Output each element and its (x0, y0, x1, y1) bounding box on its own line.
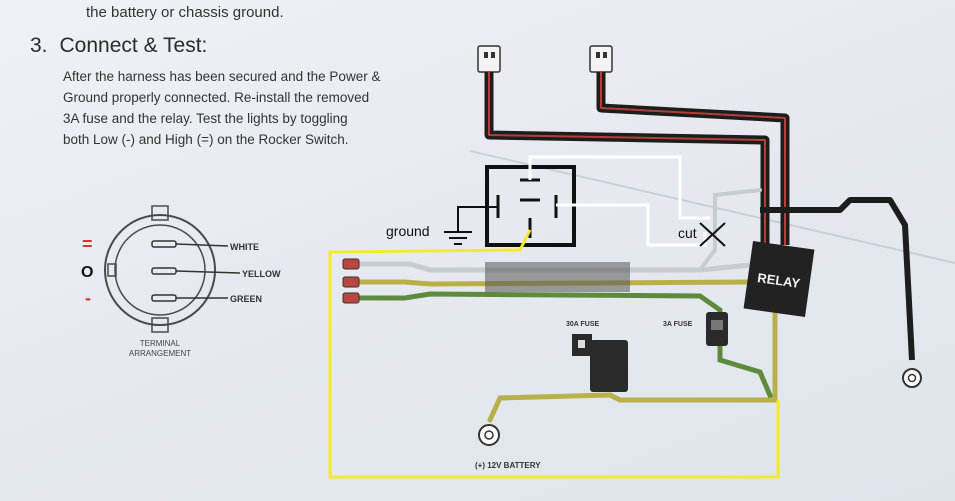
battery-ring-terminal: (+) 12V BATTERY (475, 424, 541, 470)
fuse-30a-window (578, 340, 585, 348)
step-body-line: Ground properly connected. Re-install th… (63, 90, 370, 105)
wire-green (357, 291, 775, 403)
fuse-3a-window (711, 320, 723, 330)
switch-bottom-tab (151, 317, 169, 333)
label-white: WHITE (230, 242, 259, 252)
wire-battery-lead (487, 392, 613, 423)
ground-label: ground (386, 223, 430, 239)
fuse-30a-holder (590, 340, 628, 392)
switch-inner-ring (114, 224, 206, 316)
switch-harness (357, 188, 778, 423)
label-yellow: YELLOW (242, 269, 281, 279)
wire-red-left (488, 72, 766, 245)
step-heading: 3. Connect & Test: (30, 34, 207, 58)
ring-terminal-right-hole (907, 373, 917, 383)
ground-wire (457, 206, 498, 232)
ring-terminal-battery-hole (484, 430, 494, 440)
highlight-outline (328, 229, 780, 479)
leader-white (175, 243, 229, 247)
step-body-line: both Low (-) and High (=) on the Rocker … (63, 132, 349, 147)
terminal-green (151, 294, 177, 302)
connector-left-pin (484, 52, 488, 58)
wire-red-right (600, 72, 786, 245)
caption-arrangement: ARRANGEMENT (129, 349, 191, 358)
ground-overlay (444, 206, 498, 245)
light-power-wires (484, 72, 915, 361)
leader-yellow (175, 270, 241, 274)
relay-box (743, 241, 815, 317)
switch-left-tab (107, 263, 117, 277)
terminal-white (151, 240, 177, 248)
switch-plugs (342, 258, 360, 304)
light-connectors (477, 45, 613, 73)
step-body-line: 3A fuse and the relay. Test the lights b… (63, 111, 348, 126)
cut-x-stroke-2 (699, 222, 726, 247)
fuse-30a-label: 30A FUSE (566, 321, 600, 328)
symbol-low: - (85, 288, 91, 308)
previous-step-tail: the battery or chassis ground. (86, 4, 284, 21)
fuse-3a-label: 3A FUSE (663, 321, 693, 328)
wire-white (357, 261, 753, 273)
switch-plug-yellow (342, 276, 360, 288)
switch-outer-ring (104, 214, 216, 326)
step-title: Connect & Test: (59, 34, 208, 57)
wire-loom-sleeve (485, 262, 630, 292)
switch-plug-white (342, 258, 360, 270)
fuse-3a: 3A FUSE (663, 312, 728, 346)
overlay-wire-top (528, 155, 710, 220)
relay-module: RELAY (743, 241, 815, 317)
wire-relay-ground (760, 197, 915, 361)
connector-left-pin (491, 52, 495, 58)
fuse-30a: 30A FUSE (566, 321, 628, 392)
connector-right (589, 45, 613, 73)
relay-label: RELAY (757, 270, 802, 291)
connector-left (477, 45, 501, 73)
step-body-line: After the harness has been secured and t… (63, 69, 381, 84)
symbol-off: O (81, 264, 93, 281)
label-green: GREEN (230, 294, 262, 304)
wire-white-to-relay (698, 188, 762, 272)
ground-ring-right (902, 368, 922, 388)
terminal-arrangement: WHITE YELLOW GREEN = O - TERMINAL ARRANG… (81, 205, 281, 358)
cut-label: cut (678, 225, 697, 241)
connector-right-pin (603, 52, 607, 58)
cut-mark (699, 222, 726, 247)
caption-terminal: TERMINAL (140, 339, 181, 348)
step-body: After the harness has been secured and t… (63, 66, 423, 150)
switch-plug-green (342, 292, 360, 304)
connector-right-pin (596, 52, 600, 58)
switch-top-tab (151, 205, 169, 221)
symbol-high: = (82, 234, 93, 254)
terminal-yellow (151, 267, 177, 275)
wire-battery-feed (607, 287, 778, 403)
step-number: 3. (30, 34, 48, 57)
battery-label: (+) 12V BATTERY (475, 461, 541, 470)
